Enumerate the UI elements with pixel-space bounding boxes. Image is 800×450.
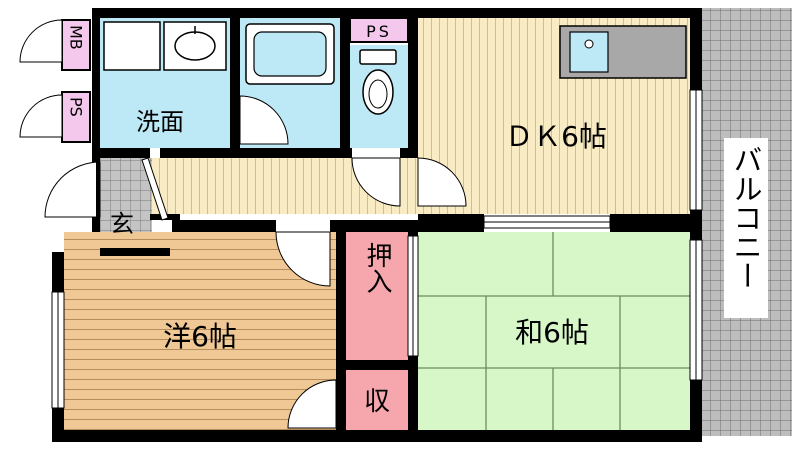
sliding-door-dk-japanese[interactable] bbox=[483, 215, 611, 229]
room-label-western: 洋6帖 bbox=[163, 320, 237, 353]
bathtub-icon bbox=[245, 23, 335, 85]
sink-icon bbox=[163, 21, 227, 71]
closet-storage-area bbox=[346, 370, 408, 430]
window-dk[interactable] bbox=[689, 89, 703, 211]
ps-top-box bbox=[349, 17, 409, 43]
mb-box bbox=[61, 19, 91, 71]
closet-push-area bbox=[346, 232, 408, 360]
door-swings[interactable] bbox=[141, 157, 467, 429]
ps-left-box bbox=[61, 91, 91, 143]
tatami-lines bbox=[418, 232, 690, 430]
room-label-washroom: 洗面 bbox=[136, 108, 184, 136]
meter-door-arcs bbox=[19, 19, 63, 138]
mb-label: MB bbox=[67, 25, 86, 50]
closet-sliding-door[interactable] bbox=[407, 235, 419, 357]
room-label-japanese: 和6帖 bbox=[515, 316, 589, 349]
ps-left-label: PS bbox=[67, 97, 86, 117]
entrance-door[interactable] bbox=[44, 161, 101, 218]
japanese-room-floor bbox=[418, 232, 690, 430]
bathroom-door[interactable] bbox=[239, 95, 289, 145]
outer-wall-top bbox=[92, 8, 698, 18]
washing-machine-pan-icon bbox=[103, 21, 161, 71]
wall-left-upper bbox=[92, 8, 100, 256]
room-label-dk: ＤＫ6帖 bbox=[505, 120, 607, 153]
ps-top-label: PS bbox=[366, 22, 392, 41]
window-japanese[interactable] bbox=[689, 239, 703, 381]
outer-wall-bottom bbox=[52, 430, 698, 442]
toilet-icon bbox=[359, 49, 397, 115]
balcony-label: バルコニー bbox=[729, 145, 763, 290]
western-room-top-left bbox=[64, 262, 170, 268]
window-western[interactable] bbox=[51, 291, 65, 409]
room-label-closet-storage: 収 bbox=[364, 387, 390, 417]
room-label-entrance: 玄 bbox=[110, 210, 134, 238]
balcony-label-box bbox=[724, 138, 768, 318]
room-label-closet-push: 押入 bbox=[362, 242, 392, 294]
kitchen-counter-icon bbox=[559, 25, 687, 79]
